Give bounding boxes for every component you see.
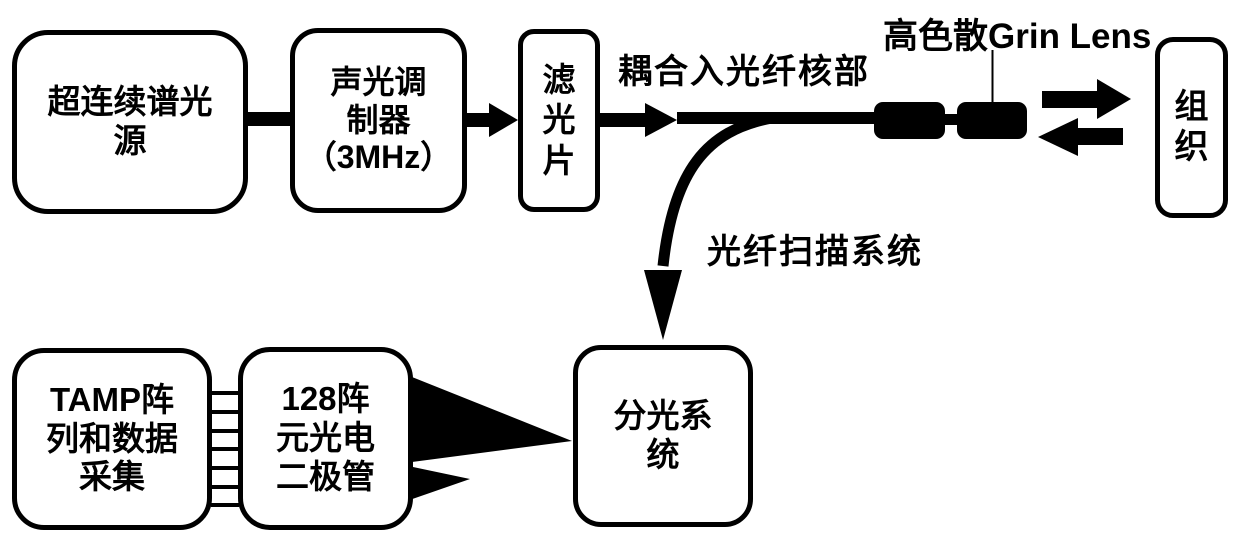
block-link: [943, 114, 960, 125]
tamp-array-label: TAMP阵 列和数据 采集: [46, 380, 178, 496]
source-to-aom-connector: [246, 112, 294, 126]
grin-lens-leader-line: [991, 50, 994, 103]
fiber-scan-curve: [657, 112, 773, 267]
fiber-scanning-label: 光纤扫描系统: [707, 233, 923, 271]
forward-beam-arrow-shaft: [1042, 91, 1098, 108]
grin-lens-block: [957, 102, 1027, 139]
aom-to-filter-arrow-shaft: [464, 113, 490, 127]
beam-fan-small: [398, 467, 470, 504]
scan-curve-arrowhead-icon: [644, 270, 682, 340]
tissue-label: 组 织: [1174, 88, 1209, 166]
data-bus-lines: [211, 391, 239, 507]
filter-label: 滤 光 片: [542, 61, 576, 179]
grin-lens-label: 高色散Grin Lens: [883, 17, 1152, 56]
aom-to-filter-arrowhead-icon: [489, 103, 518, 137]
fiber-coupling-label: 耦合入光纤核部: [618, 53, 870, 91]
beam-fan-large: [412, 377, 572, 462]
tissue-box: 组 织: [1155, 37, 1228, 218]
supercontinuum-source-box: 超连续谱光 源: [12, 30, 248, 214]
supercontinuum-source-label: 超连续谱光 源: [47, 83, 213, 159]
fiber-line: [677, 112, 879, 124]
aom-label: 声光调 制器 （3MHz）: [304, 63, 453, 176]
photodiode-array-label: 128阵 元光电 二极管: [276, 380, 375, 495]
return-beam-arrowhead-icon: [1038, 118, 1078, 156]
filter-to-fiber-arrow-shaft: [599, 113, 647, 127]
splitting-system-label: 分光系 统: [613, 397, 713, 473]
return-beam-arrow-shaft: [1076, 128, 1123, 145]
filter-to-fiber-arrowhead-icon: [645, 103, 677, 137]
filter-box: 滤 光 片: [518, 29, 600, 212]
photodiode-array-box: 128阵 元光电 二极管: [238, 347, 413, 530]
fiber-ferrule-block: [874, 102, 945, 139]
tamp-array-box: TAMP阵 列和数据 采集: [12, 348, 212, 530]
aom-box: 声光调 制器 （3MHz）: [290, 28, 467, 213]
splitting-system-box: 分光系 统: [573, 345, 753, 527]
forward-beam-arrowhead-icon: [1097, 79, 1131, 119]
